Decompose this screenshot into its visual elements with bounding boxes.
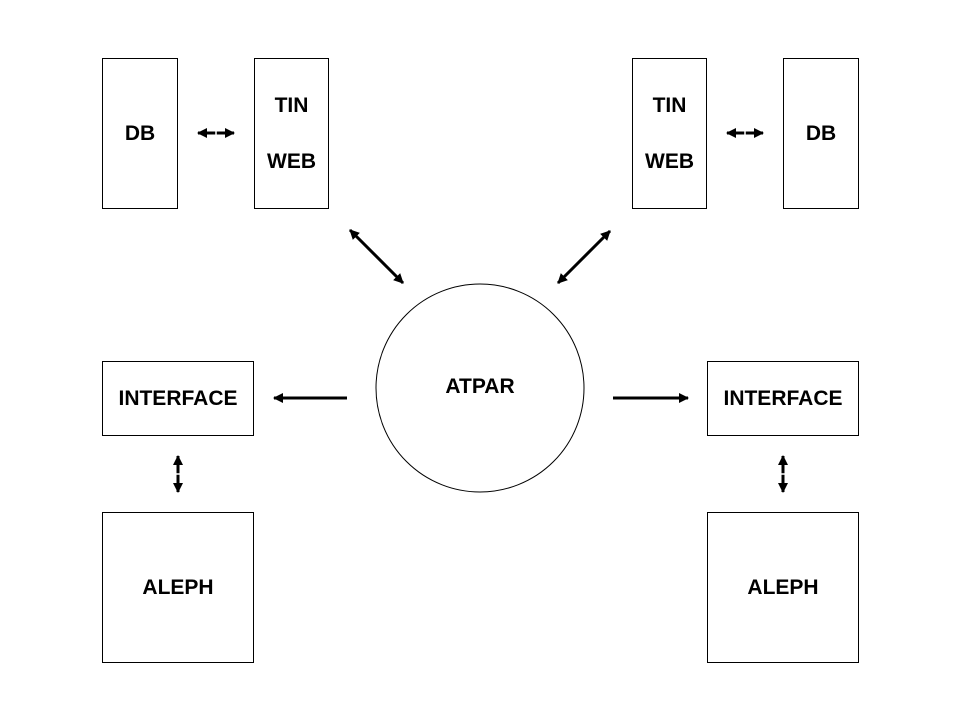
aleph-left-box: ALEPH bbox=[102, 512, 254, 663]
arrow-db-left-tinweb-left bbox=[197, 128, 235, 138]
tinweb-left-label-line2: WEB bbox=[267, 149, 316, 173]
db-right-label: DB bbox=[805, 121, 837, 145]
arrow-interface-right-aleph-right bbox=[778, 455, 788, 493]
interface-right-label: INTERFACE bbox=[723, 386, 843, 410]
arrow-interface-left-aleph-left bbox=[173, 455, 183, 493]
db-left-label: DB bbox=[124, 121, 156, 145]
db-left-box: DB bbox=[102, 58, 178, 209]
tinweb-right-label-line1: TIN bbox=[652, 93, 687, 117]
aleph-right-label: ALEPH bbox=[747, 575, 819, 599]
db-right-box: DB bbox=[783, 58, 859, 209]
interface-left-box: INTERFACE bbox=[102, 361, 254, 436]
aleph-left-label: ALEPH bbox=[142, 575, 214, 599]
hub-label: ATPAR bbox=[445, 375, 515, 398]
arrow-tinweb-right-db-right bbox=[726, 128, 764, 138]
tinweb-right-label-line2: WEB bbox=[645, 149, 694, 173]
interface-right-box: INTERFACE bbox=[707, 361, 859, 436]
tinweb-left-box: TIN WEB bbox=[254, 58, 329, 209]
tinweb-left-label-line1: TIN bbox=[274, 93, 309, 117]
aleph-right-box: ALEPH bbox=[707, 512, 859, 663]
arrow-tinweb-left-hub bbox=[348, 228, 405, 285]
arrow-tinweb-right-hub bbox=[556, 229, 612, 285]
tinweb-right-box: TIN WEB bbox=[632, 58, 707, 209]
interface-left-label: INTERFACE bbox=[118, 386, 238, 410]
hub-circle bbox=[375, 283, 585, 493]
